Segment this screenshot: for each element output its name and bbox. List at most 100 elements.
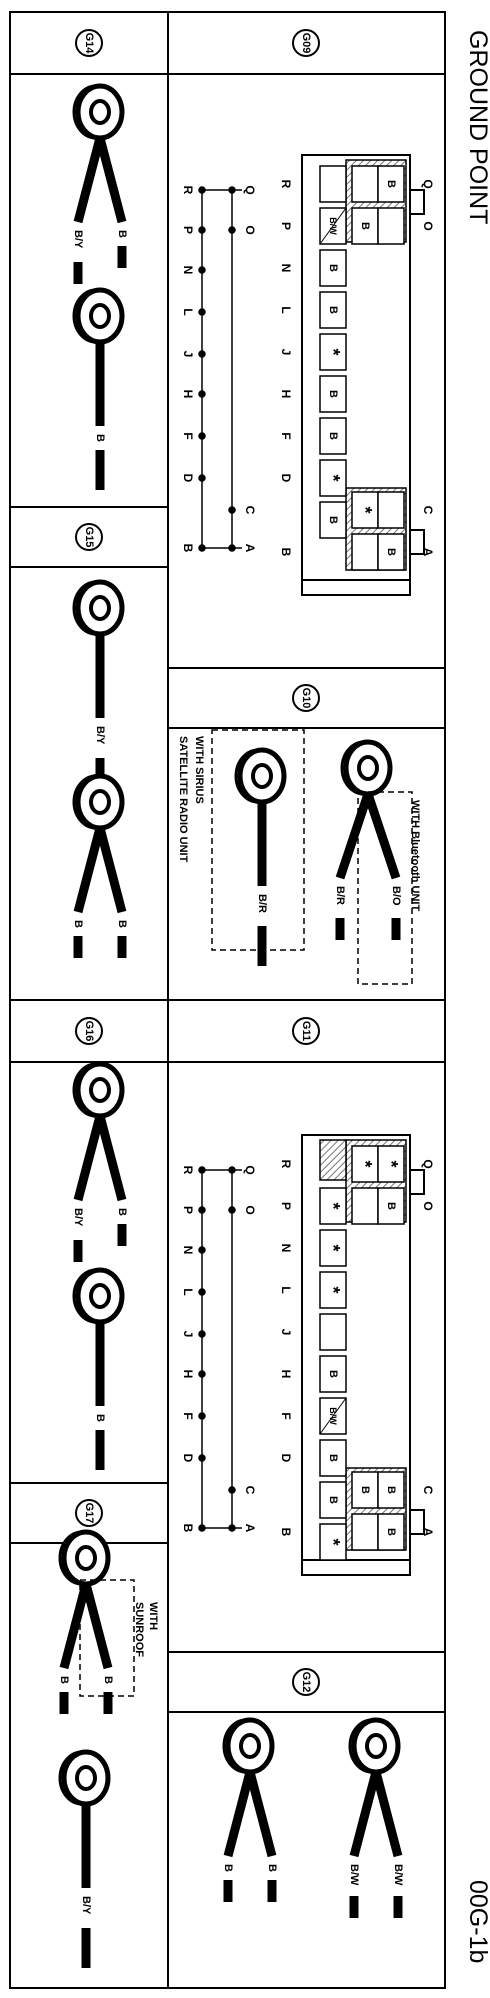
pin-label: B (327, 264, 339, 272)
ground-label-g14: G14 (75, 29, 103, 57)
bus-letter: Q (243, 185, 257, 194)
bus-letter: D (181, 474, 195, 483)
pin-letter: B (279, 548, 293, 557)
wire: B (95, 1114, 128, 1246)
pin-letter: B (279, 1528, 293, 1537)
pin-letter: P (279, 222, 293, 230)
ring-terminal-icon (222, 1717, 275, 1775)
pin-letter: C (421, 506, 435, 515)
pin-label: B (327, 390, 339, 398)
ring-terminal-icon (58, 1529, 111, 1587)
pin-label: B/W (328, 217, 338, 235)
sirius-option-box (211, 729, 305, 951)
pin-letter: D (279, 474, 293, 483)
wire-color-label: B (116, 920, 128, 928)
ground-id: G12 (300, 1672, 312, 1693)
pin-label: B (327, 432, 339, 440)
pin-letter: N (279, 1244, 293, 1253)
bus-letter: C (243, 1486, 257, 1495)
wire-color-label: B (116, 230, 128, 238)
pin-label: B/W (328, 1407, 338, 1425)
pin-letter: Q (421, 179, 435, 188)
ground-label-g09: G09 (292, 29, 320, 57)
bus-letter: P (181, 226, 195, 234)
pin-letter: F (279, 1412, 293, 1419)
pin-label: * (323, 1538, 343, 1545)
page-title: GROUND POINT (464, 30, 490, 224)
pin-label: B (385, 548, 397, 556)
ring-terminal-icon (72, 1267, 125, 1325)
wire: B (95, 826, 128, 958)
wire: B/Y (72, 136, 105, 284)
wire: B/R (334, 792, 373, 940)
pin-letter: O (421, 1201, 435, 1210)
wire: B (95, 136, 128, 268)
bus-letter: P (181, 1206, 195, 1214)
bus-letter: H (181, 1370, 195, 1379)
pin-letter: D (279, 1454, 293, 1463)
pin-letter: C (421, 1486, 435, 1495)
wire-color-label: B/W (392, 1864, 404, 1886)
wire: B/Y (94, 634, 106, 798)
wire: B/W (371, 1770, 404, 1918)
wire: B (58, 1582, 91, 1714)
wire-color-label: B/R (256, 894, 268, 913)
pin-label: * (323, 1244, 343, 1251)
bus-letter: N (181, 266, 195, 275)
sunroof-option-box (79, 1579, 135, 1697)
wire: B (94, 1322, 106, 1470)
ground-id: G10 (300, 688, 312, 709)
pin-label: B (327, 1370, 339, 1378)
ground-id: G16 (83, 1021, 95, 1042)
wire: B (72, 826, 105, 958)
pin-label: * (323, 1202, 343, 1209)
bus-letter: R (181, 186, 195, 195)
pin-letter: R (279, 1160, 293, 1169)
wire: B/R (256, 802, 268, 966)
pin-letter: A (421, 1528, 435, 1537)
bus-letter: A (243, 544, 257, 553)
pin-letter: J (279, 1329, 293, 1336)
pin-letter: N (279, 264, 293, 273)
ring-terminal-icon (72, 579, 125, 637)
frame (9, 11, 446, 1989)
pin-letter: A (421, 548, 435, 557)
bus-letter: L (181, 308, 195, 315)
bus-letter: O (243, 225, 257, 234)
wire-color-label: B/Y (72, 230, 84, 249)
bus-letter: B (181, 1524, 195, 1533)
pin-letter: L (279, 1286, 293, 1293)
pin-label: * (323, 1286, 343, 1293)
wire: B/W (348, 1770, 381, 1918)
pin-label: B (327, 516, 339, 524)
bus-letter: Q (243, 1165, 257, 1174)
wire: B (245, 1770, 278, 1902)
pin-label: B (359, 222, 371, 230)
bus-letter: F (181, 432, 195, 439)
pin-letter: P (279, 1202, 293, 1210)
bus-letter: O (243, 1205, 257, 1214)
wire: B/O (363, 792, 402, 940)
wire: B (222, 1770, 255, 1902)
ground-id: G09 (300, 33, 312, 54)
pin-label: B (385, 1486, 397, 1494)
wire-color-label: B/R (334, 886, 346, 905)
bus-letter: B (181, 544, 195, 553)
wire-color-label: B/Y (72, 1208, 84, 1227)
ring-terminal-icon (234, 747, 287, 805)
sirius-note-line1: WITH SIRIUS (193, 736, 205, 804)
connector-g09: B B B/W B B * B B * * B B Q O C A R P N … (181, 154, 435, 596)
ground-label-g16: G16 (75, 1017, 103, 1045)
wire-color-label: B (266, 1864, 278, 1872)
bus-letter: C (243, 506, 257, 515)
ring-terminal-icon (72, 83, 125, 141)
ring-terminal-icon (340, 739, 393, 797)
page-code: 00G-1b (464, 1880, 490, 1963)
bus-letter: D (181, 1454, 195, 1463)
bus-letter: J (181, 1331, 195, 1338)
pin-label: * (355, 506, 375, 513)
bluetooth-note: WITH Bluetooth UNIT (409, 800, 421, 911)
pin-label: B (327, 306, 339, 314)
